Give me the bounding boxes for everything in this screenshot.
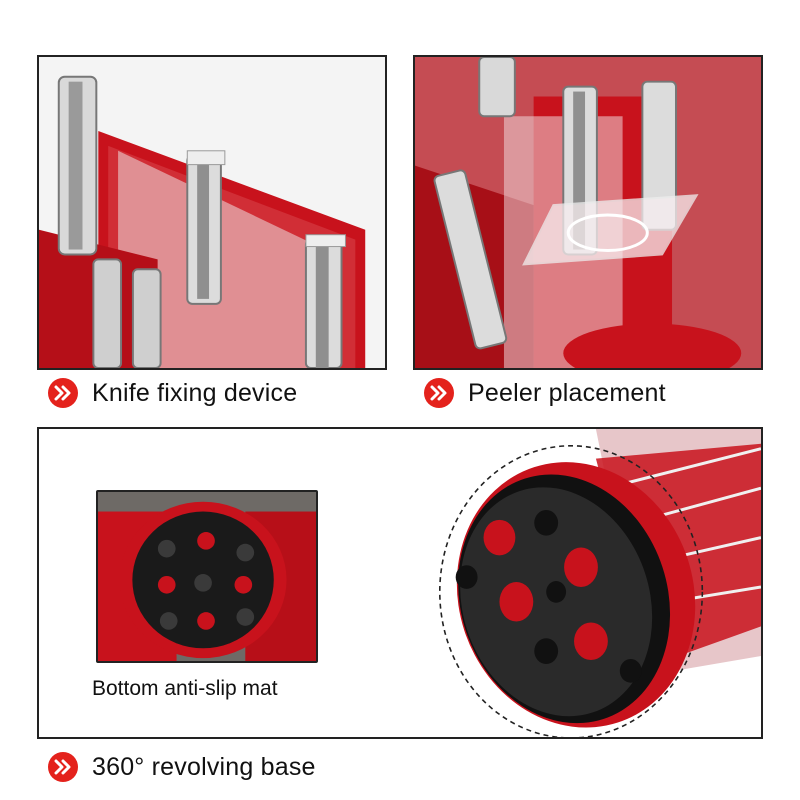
caption-peeler-placement-label: Peeler placement	[468, 378, 666, 407]
caption-revolving-base-label: 360° revolving base	[92, 752, 316, 781]
caption-knife-fixing: Knife fixing device	[48, 378, 297, 408]
double-chevron-right-icon	[424, 378, 454, 408]
anti-slip-mat-photo	[96, 490, 318, 663]
caption-knife-fixing-label: Knife fixing device	[92, 378, 298, 407]
caption-peeler-placement: Peeler placement	[424, 378, 666, 408]
double-chevron-right-icon	[48, 378, 78, 408]
knife-fixing-photo	[37, 55, 387, 370]
peeler-placement-photo	[413, 55, 763, 370]
double-chevron-right-icon	[48, 752, 78, 782]
caption-anti-slip-mat: Bottom anti-slip mat	[92, 677, 278, 700]
caption-revolving-base: 360° revolving base	[48, 752, 316, 782]
